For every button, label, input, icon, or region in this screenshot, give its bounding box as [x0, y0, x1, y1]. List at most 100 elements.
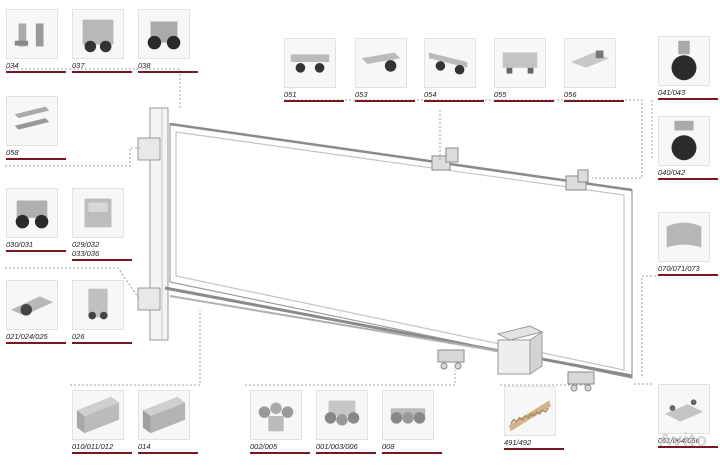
underline — [284, 100, 344, 102]
guide-bracket-image — [494, 38, 546, 88]
carriage-image — [316, 390, 368, 440]
part-001-003-006[interactable]: 001/003/006 — [316, 390, 376, 454]
underline — [72, 259, 132, 261]
part-code: 029/032 033/036 — [72, 240, 100, 258]
part-code: 037 — [72, 61, 85, 70]
part-030-031[interactable]: 030/031 — [6, 188, 66, 252]
underline — [494, 100, 554, 102]
bracket-image — [72, 188, 124, 238]
bottom-guide-image — [6, 280, 58, 330]
carriage-image — [382, 390, 434, 440]
underline — [138, 71, 198, 73]
underline — [316, 452, 376, 454]
underline — [72, 71, 132, 73]
rail-holder-image — [6, 96, 58, 146]
part-051[interactable]: 051 — [284, 38, 344, 102]
roller-bracket-image — [6, 188, 58, 238]
top-guide-brackets — [431, 147, 589, 191]
part-code: 001/003/006 — [316, 442, 358, 451]
underline — [658, 98, 718, 100]
part-code: 014 — [138, 442, 151, 451]
part-code: 056 — [564, 90, 577, 99]
part-code: 021/024/025 — [6, 332, 48, 341]
left-post — [137, 107, 169, 341]
part-code: 070/071/073 — [658, 264, 700, 273]
underline — [72, 342, 132, 344]
part-code: 051 — [284, 90, 297, 99]
part-029-032-033-036[interactable]: 029/032 033/036 — [72, 188, 132, 261]
underline — [382, 452, 442, 454]
part-055[interactable]: 055 — [494, 38, 554, 102]
underline — [355, 100, 415, 102]
underline — [6, 71, 66, 73]
part-070-071-073[interactable]: 070/071/073 — [658, 212, 718, 276]
underline — [424, 100, 484, 102]
part-040-042[interactable]: 040/042 — [658, 116, 718, 180]
part-026[interactable]: 026 — [72, 280, 132, 344]
rail-profile-image — [72, 390, 124, 440]
part-code: 034 — [6, 61, 19, 70]
part-code: 058 — [6, 148, 19, 157]
bracket-pair-image — [6, 9, 58, 59]
rail-profile-image — [138, 390, 190, 440]
part-034[interactable]: 034 — [6, 9, 66, 73]
part-code: 055 — [494, 90, 507, 99]
part-053[interactable]: 053 — [355, 38, 415, 102]
part-code: 002/005 — [250, 442, 278, 451]
guide-roller-image — [355, 38, 407, 88]
watermark: Avito — [658, 430, 708, 450]
part-code: 054 — [424, 90, 437, 99]
underline — [6, 158, 66, 160]
part-002-005[interactable]: 002/005 — [250, 390, 310, 454]
carriage-image — [250, 390, 302, 440]
guide-roller-image — [424, 38, 476, 88]
base-plate-image — [658, 384, 710, 434]
part-code: 026 — [72, 332, 85, 341]
part-code: 008 — [382, 442, 395, 451]
gear-rack-image — [504, 386, 556, 436]
end-roller-image — [658, 36, 710, 86]
part-code: 010/011/012 — [72, 442, 114, 451]
guide-bracket-image — [564, 38, 616, 88]
part-014[interactable]: 014 — [138, 390, 198, 454]
guide-roller-image — [284, 38, 336, 88]
roller-bracket-image — [138, 9, 190, 59]
underline — [504, 448, 564, 450]
underline — [658, 178, 718, 180]
underline — [72, 452, 132, 454]
underline — [6, 250, 66, 252]
roller-bracket-image — [72, 9, 124, 59]
part-code: 061/064/066 — [658, 436, 700, 445]
underline — [658, 274, 718, 276]
end-roller-image — [658, 116, 710, 166]
part-010-011-012[interactable]: 010/011/012 — [72, 390, 132, 454]
part-041-043[interactable]: 041/043 — [658, 36, 718, 100]
underline — [564, 100, 624, 102]
part-code: 030/031 — [6, 240, 34, 249]
part-038[interactable]: 038 — [138, 9, 198, 73]
bottom-guide-image — [72, 280, 124, 330]
part-code: 053 — [355, 90, 368, 99]
motor-box — [496, 325, 544, 375]
part-021-024-025[interactable]: 021/024/025 — [6, 280, 66, 344]
underline — [658, 446, 718, 448]
part-058[interactable]: 058 — [6, 96, 66, 160]
underline — [250, 452, 310, 454]
part-037[interactable]: 037 — [72, 9, 132, 73]
leader-lines — [5, 68, 656, 386]
underline — [6, 342, 66, 344]
part-008[interactable]: 008 — [382, 390, 442, 454]
part-code: 040/042 — [658, 168, 686, 177]
part-code: 491/492 — [504, 438, 532, 447]
underline — [138, 452, 198, 454]
gate-frame — [164, 122, 633, 379]
part-491-492[interactable]: 491/492 — [504, 386, 564, 450]
carriage-units — [437, 349, 595, 392]
part-code: 041/043 — [658, 88, 686, 97]
part-056[interactable]: 056 — [564, 38, 624, 102]
part-code: 038 — [138, 61, 151, 70]
end-catcher-image — [658, 212, 710, 262]
part-054[interactable]: 054 — [424, 38, 484, 102]
part-061-064-066[interactable]: 061/064/066 — [658, 384, 718, 448]
